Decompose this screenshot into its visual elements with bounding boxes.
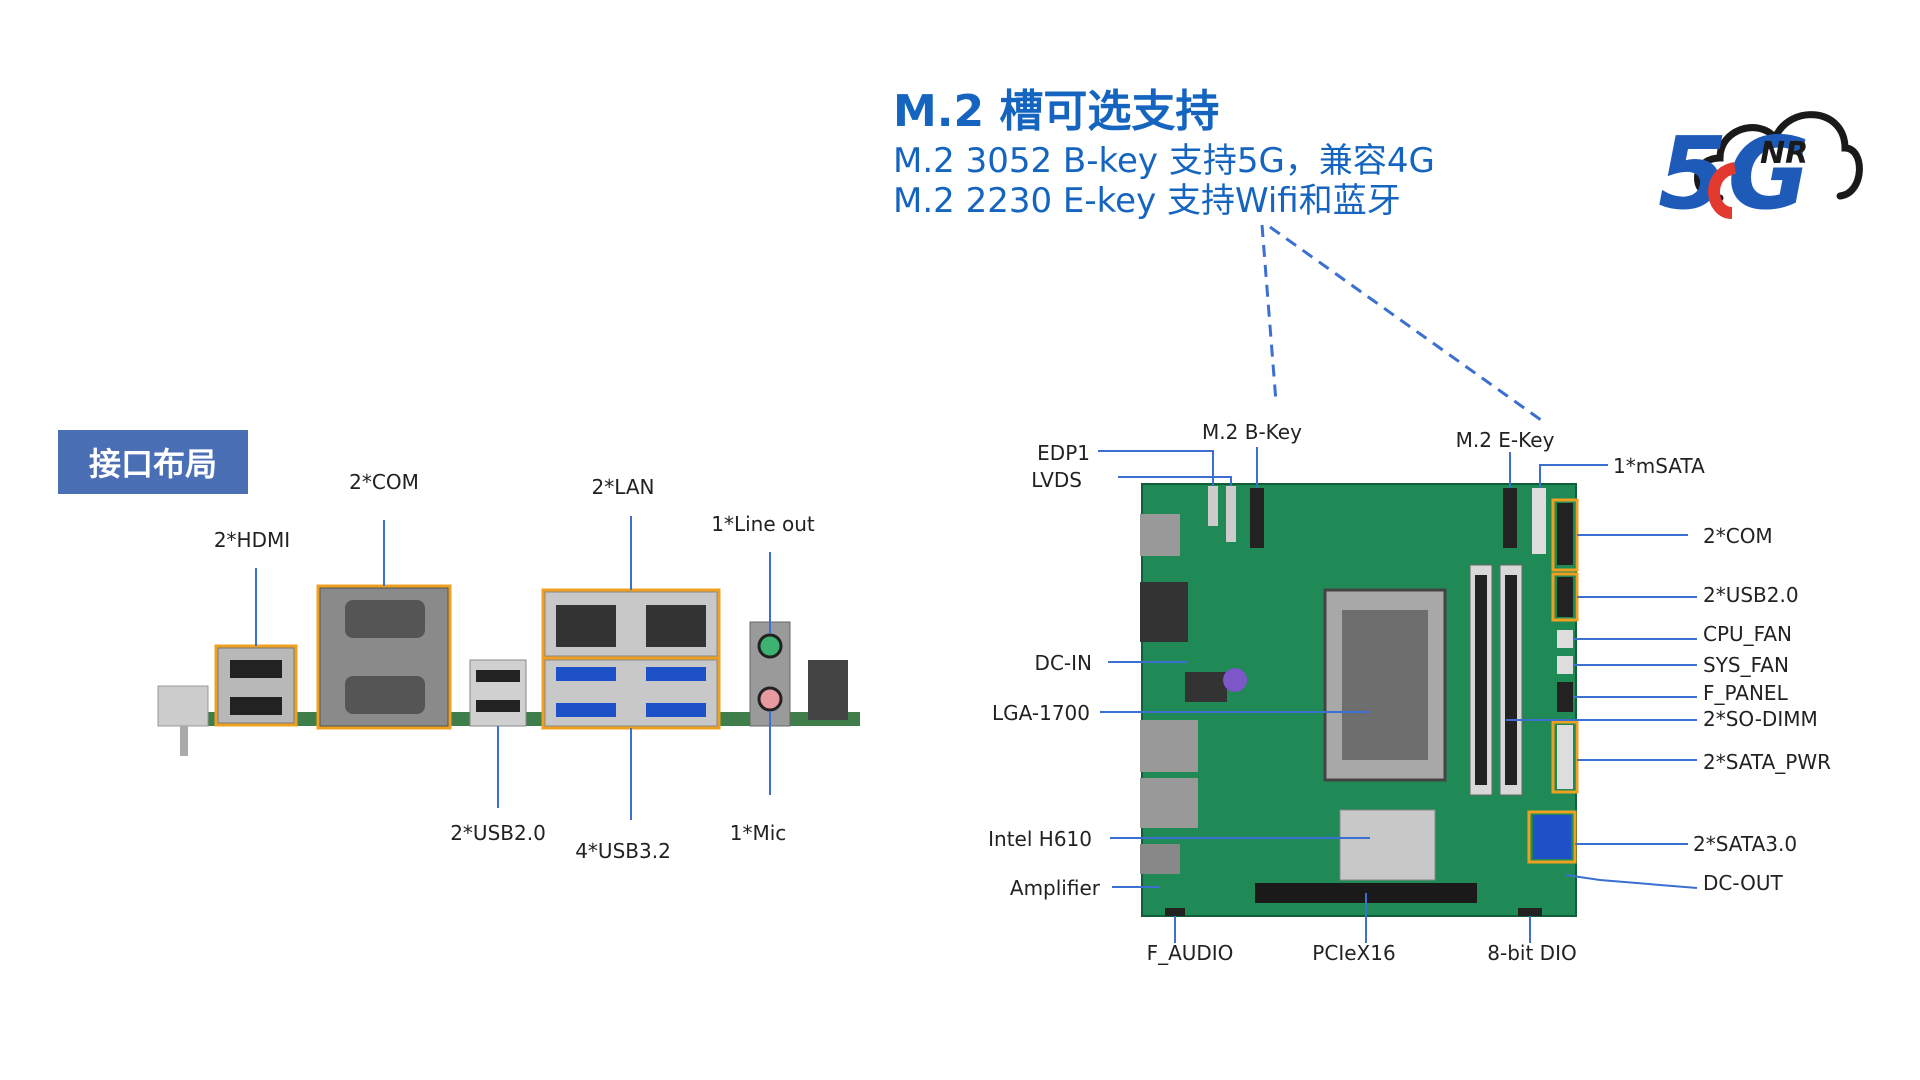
rear-io-panel: [157, 516, 860, 820]
hdmi-port-2: [230, 697, 282, 715]
line-out-jack: [757, 633, 783, 659]
label-usb32: 4*USB3.2: [575, 839, 671, 863]
com-header: [1557, 503, 1573, 565]
label-lvds: LVDS: [1031, 468, 1082, 492]
label-h610: Intel H610: [988, 827, 1092, 851]
amplifier-chip: [1140, 844, 1180, 874]
hdmi-port-1: [230, 660, 282, 678]
label-dc-in: DC-IN: [1034, 651, 1092, 675]
lga1700-socket-inner: [1342, 610, 1428, 760]
label-edp1: EDP1: [1037, 441, 1090, 465]
usb32-port-2: [556, 703, 616, 717]
label-board-com: 2*COM: [1703, 524, 1773, 548]
dc-in-connector: [1185, 672, 1227, 702]
label-sys-fan: SYS_FAN: [1703, 653, 1789, 677]
label-rear-com: 2*COM: [349, 470, 419, 494]
h610-heatsink: [1339, 809, 1436, 881]
rear-standoff: [180, 726, 188, 756]
dio-header: [1518, 908, 1542, 916]
com-port-2: [345, 676, 425, 714]
so-dimm-slot-2-opening: [1505, 575, 1517, 785]
usb20-ports: [469, 659, 527, 727]
sys-fan-header: [1557, 656, 1573, 674]
f-panel-header: [1557, 682, 1573, 712]
m2-title: M.2 槽可选支持: [893, 86, 1220, 137]
sata30-ports: [1533, 815, 1571, 859]
f-audio-header: [1165, 908, 1185, 916]
usb20-port-2: [476, 700, 520, 712]
label-lan: 2*LAN: [591, 475, 655, 499]
label-m2-bkey: M.2 B-Key: [1202, 420, 1302, 444]
m2-dashed-connectors: [1260, 224, 1542, 422]
lan-port-1: [556, 605, 616, 647]
label-msata: 1*mSATA: [1613, 454, 1705, 478]
io-block-a: [1140, 514, 1180, 556]
label-f-panel: F_PANEL: [1703, 681, 1788, 705]
label-amplifier: Amplifier: [1009, 876, 1100, 900]
label-so-dimm: 2*SO-DIMM: [1703, 707, 1818, 731]
io-block-c: [1140, 720, 1198, 772]
usb32-port-4: [646, 703, 706, 717]
capacitor: [1223, 668, 1247, 692]
label-pciex16: PCIeX16: [1312, 941, 1396, 965]
label-line-out: 1*Line out: [711, 512, 815, 536]
board-leader-lines: [1098, 447, 1698, 943]
lvds-connector: [1226, 486, 1236, 542]
label-dio: 8-bit DIO: [1487, 941, 1577, 965]
m2-ekey-slot: [1503, 488, 1517, 548]
so-dimm-slot-1-opening: [1475, 575, 1487, 785]
label-cpu-fan: CPU_FAN: [1703, 622, 1792, 646]
usb32-port-1: [556, 667, 616, 681]
m2-line-ekey: M.2 2230 E-key 支持Wifi和蓝牙: [893, 181, 1401, 221]
sata-pwr-headers: [1557, 725, 1573, 789]
logo-nr: NR: [1760, 136, 1808, 171]
mic-jack: [757, 686, 783, 712]
com-port-1: [345, 600, 425, 638]
rear-left-bracket: [157, 685, 209, 727]
label-rear-usb20: 2*USB2.0: [450, 821, 546, 845]
usb32-port-3: [646, 667, 706, 681]
m2-line-bkey: M.2 3052 B-key 支持5G，兼容4G: [893, 141, 1435, 181]
label-hdmi: 2*HDMI: [213, 528, 291, 552]
edp1-connector: [1208, 486, 1218, 526]
m2-bkey-slot: [1250, 488, 1264, 548]
io-block-b: [1140, 582, 1188, 642]
label-mic: 1*Mic: [729, 821, 787, 845]
label-board-usb20: 2*USB2.0: [1703, 583, 1799, 607]
label-f-audio: F_AUDIO: [1146, 941, 1234, 965]
label-sata-pwr: 2*SATA_PWR: [1703, 750, 1831, 774]
motherboard: [1098, 224, 1698, 943]
label-m2-ekey: M.2 E-Key: [1455, 428, 1555, 452]
5g-nr-logo: 5G NR: [1658, 111, 1863, 232]
label-sata30: 2*SATA3.0: [1693, 832, 1798, 856]
lan-port-2: [646, 605, 706, 647]
label-lga1700: LGA-1700: [992, 701, 1090, 725]
rear-right-connector: [808, 660, 848, 720]
cpu-fan-header: [1557, 630, 1573, 648]
io-block-d: [1140, 778, 1198, 828]
usb20-header: [1557, 577, 1573, 617]
rear-leader-lines: [255, 516, 771, 820]
section-badge: 接口布局: [58, 430, 248, 494]
label-dc-out: DC-OUT: [1703, 871, 1783, 895]
msata-slot: [1532, 488, 1546, 554]
usb20-port-1: [476, 670, 520, 682]
